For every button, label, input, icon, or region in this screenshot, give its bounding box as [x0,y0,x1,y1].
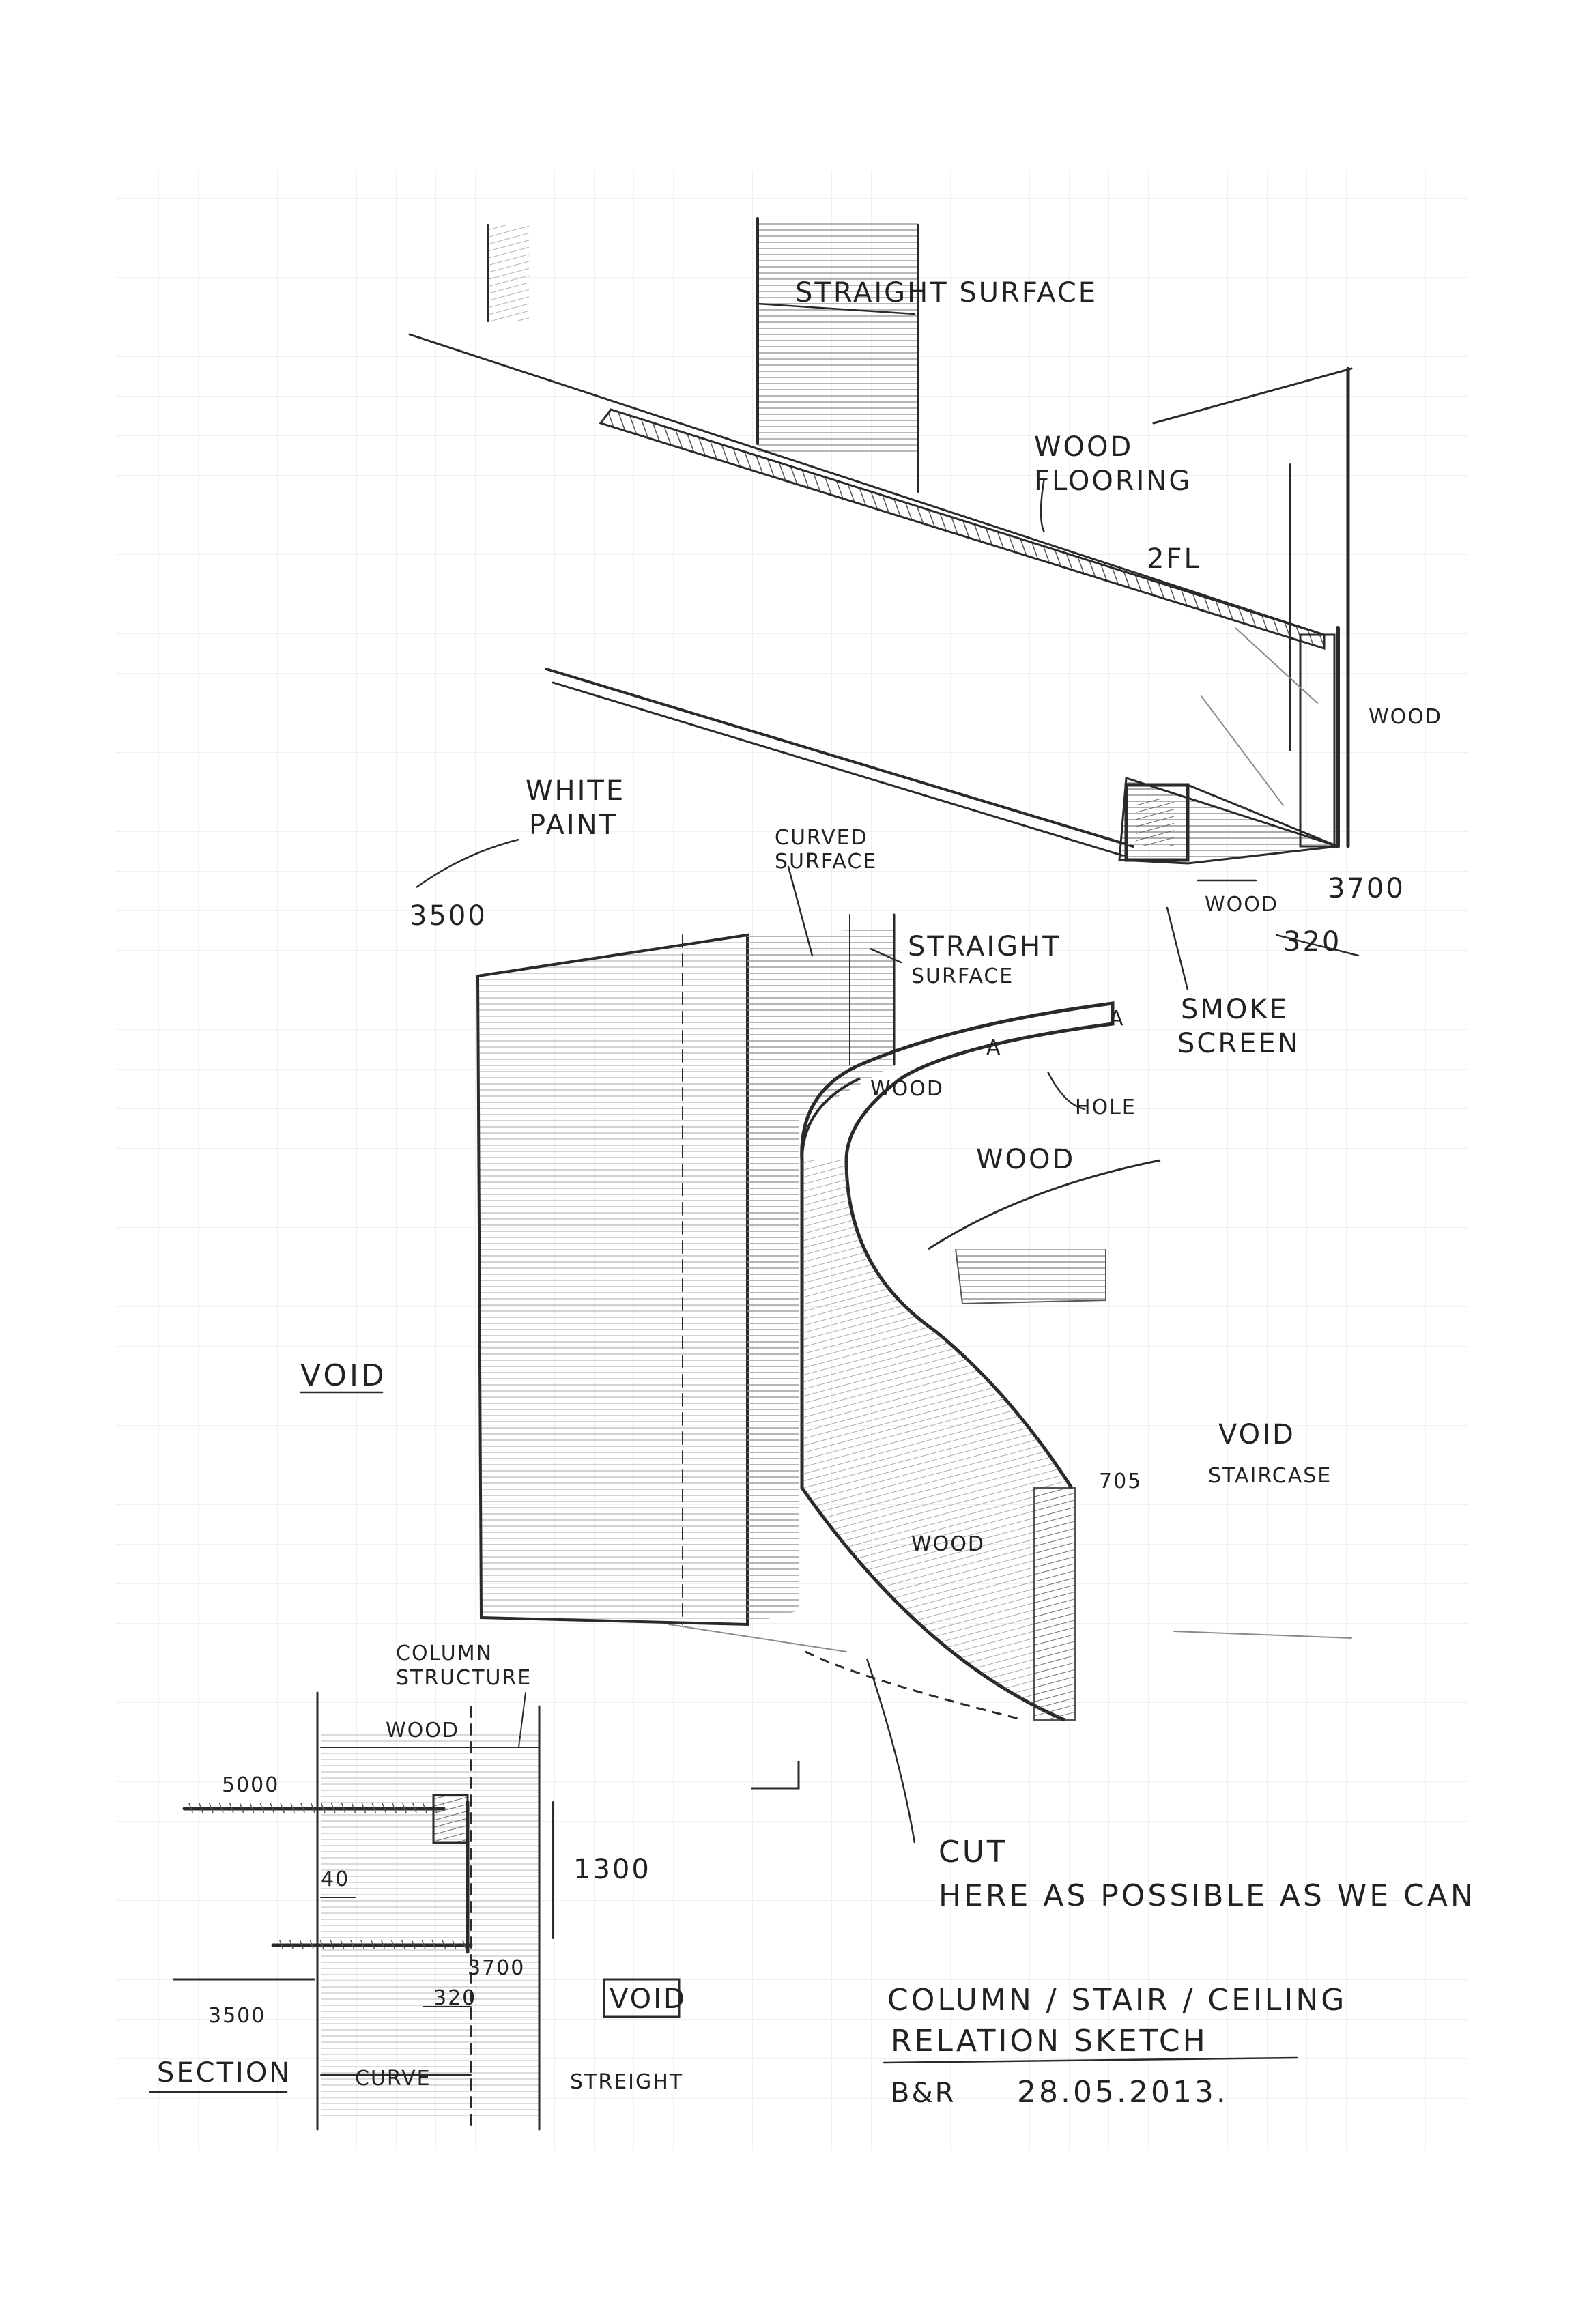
label-hole: HOLE [1075,1095,1136,1119]
label-streight: STREIGHT [570,2070,683,2094]
title-date: 28.05.2013. [1017,2075,1229,2110]
label-wood-small: WOOD [1205,893,1278,917]
label-curve: CURVE [355,2067,431,2091]
label-level-3700-sec: 3700 [468,1956,525,1980]
label-white-paint-1: WHITE [526,775,625,807]
annotation-leaders [416,302,1360,1844]
label-dim-1300: 1300 [573,1854,651,1885]
label-cut-1: CUT [939,1835,1008,1869]
label-dim-40: 40 [321,1867,349,1891]
title-author: B&R [891,2078,956,2109]
label-wood-section: WOOD [386,1719,459,1742]
label-wood-stair: WOOD [976,1144,1075,1175]
label-column-structure-2: STRUCTURE [396,1666,532,1690]
label-dim-320-sec: 320 [433,1986,476,2010]
label-level-3500-top: 3500 [410,900,487,932]
label-section: SECTION [157,2057,291,2089]
void-box-frame [603,1978,681,2018]
label-smoke-screen-1: SMOKE [1181,994,1289,1025]
title-line-2: RELATION SKETCH [891,2024,1208,2058]
label-white-paint-2: PAINT [529,809,618,841]
label-level-705: 705 [1099,1469,1142,1493]
section-drawing [149,1391,554,2131]
label-void-box: VOID [610,1983,687,2015]
label-void-staircase-1: VOID [1218,1419,1295,1450]
label-wood-rail: WOOD [870,1077,944,1101]
label-straight-surface-top: STRAIGHT SURFACE [795,277,1098,309]
title-block: COLUMN / STAIR / CEILING RELATION SKETCH… [883,1983,1347,2110]
label-level-3500-sec: 3500 [208,2004,266,2028]
title-line-1: COLUMN / STAIR / CEILING [887,1983,1347,2018]
label-column-structure-1: COLUMN [396,1641,493,1665]
label-void-left: VOID [300,1358,387,1393]
label-wood-curve: WOOD [911,1532,985,1556]
label-smoke-screen-2: SCREEN [1177,1028,1300,1059]
label-level-3700-top: 3700 [1328,873,1405,904]
label-wood-flooring-1: WOOD [1034,431,1133,463]
label-straight-surface-mid-1: STRAIGHT [908,931,1061,962]
label-straight-surface-mid-2: SURFACE [911,964,1014,988]
label-curved-surface-1: CURVED [775,826,868,850]
label-a-mark-1: A [986,1036,1002,1060]
label-a-mark-2: A [1109,1007,1125,1031]
label-void-staircase-2: STAIRCASE [1208,1464,1332,1488]
label-wood-right: WOOD [1369,705,1442,729]
label-cut-2: HERE AS POSSIBLE AS WE CAN [939,1878,1476,1913]
ceiling-slab-drawing [408,217,1353,865]
labels: STRAIGHT SURFACE WOOD FLOORING 2FL WOOD … [157,277,1476,2094]
label-level-5000: 5000 [222,1773,279,1797]
label-level-2fl: 2FL [1147,543,1201,575]
column-drawing [476,913,1352,1790]
label-wood-flooring-2: FLOORING [1034,465,1192,497]
label-dim-320-top: 320 [1283,926,1341,958]
label-curved-surface-2: SURFACE [775,850,877,874]
